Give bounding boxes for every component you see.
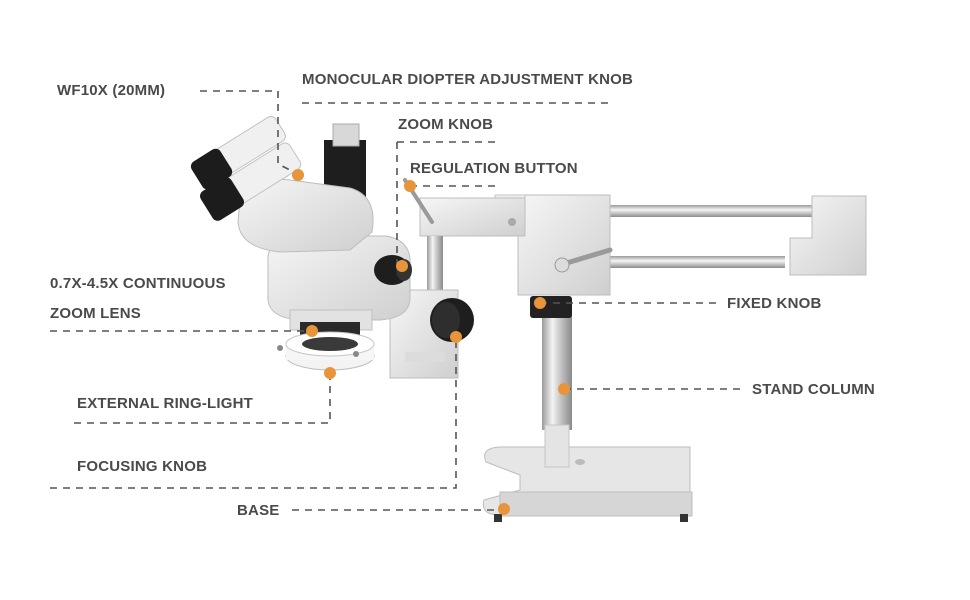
label-focusing-knob: FOCUSING KNOB (77, 458, 208, 475)
marker-base (498, 503, 510, 515)
label-ring-light: EXTERNAL RING-LIGHT (77, 395, 254, 412)
label-eyepiece: WF10X (20MM) (57, 82, 166, 99)
label-base: BASE (237, 502, 280, 519)
stand-column (530, 296, 572, 468)
label-zoom-lens-line2: ZOOM LENS (50, 305, 141, 322)
label-zoom-lens-line1: 0.7X-4.5X CONTINUOUS (50, 275, 226, 292)
ring-light (277, 331, 375, 371)
stand-base (482, 446, 693, 522)
boom-arm (403, 178, 867, 296)
leader-focusing (50, 337, 457, 489)
label-stand-column: STAND COLUMN (752, 381, 875, 398)
markers (292, 169, 570, 515)
leader-lines (50, 90, 742, 511)
marker-fixed-knob (534, 297, 546, 309)
leader-ring-light (74, 374, 331, 424)
marker-zoom-lens (306, 325, 318, 337)
marker-regulation (404, 180, 416, 192)
label-fixed-knob: FIXED KNOB (727, 295, 822, 312)
label-diopter-knob: MONOCULAR DIOPTER ADJUSTMENT KNOB (302, 71, 634, 88)
label-zoom-knob: ZOOM KNOB (398, 116, 494, 133)
marker-ring-light (324, 367, 336, 379)
marker-stand-column (558, 383, 570, 395)
leader-zoom-knob-v (396, 142, 403, 270)
marker-eyepiece (292, 169, 304, 181)
microscope-head (190, 116, 412, 340)
label-regulation-button: REGULATION BUTTON (410, 160, 578, 177)
leader-eyepiece (200, 90, 299, 175)
marker-zoom-knob (396, 260, 408, 272)
marker-focusing-knob (450, 331, 462, 343)
